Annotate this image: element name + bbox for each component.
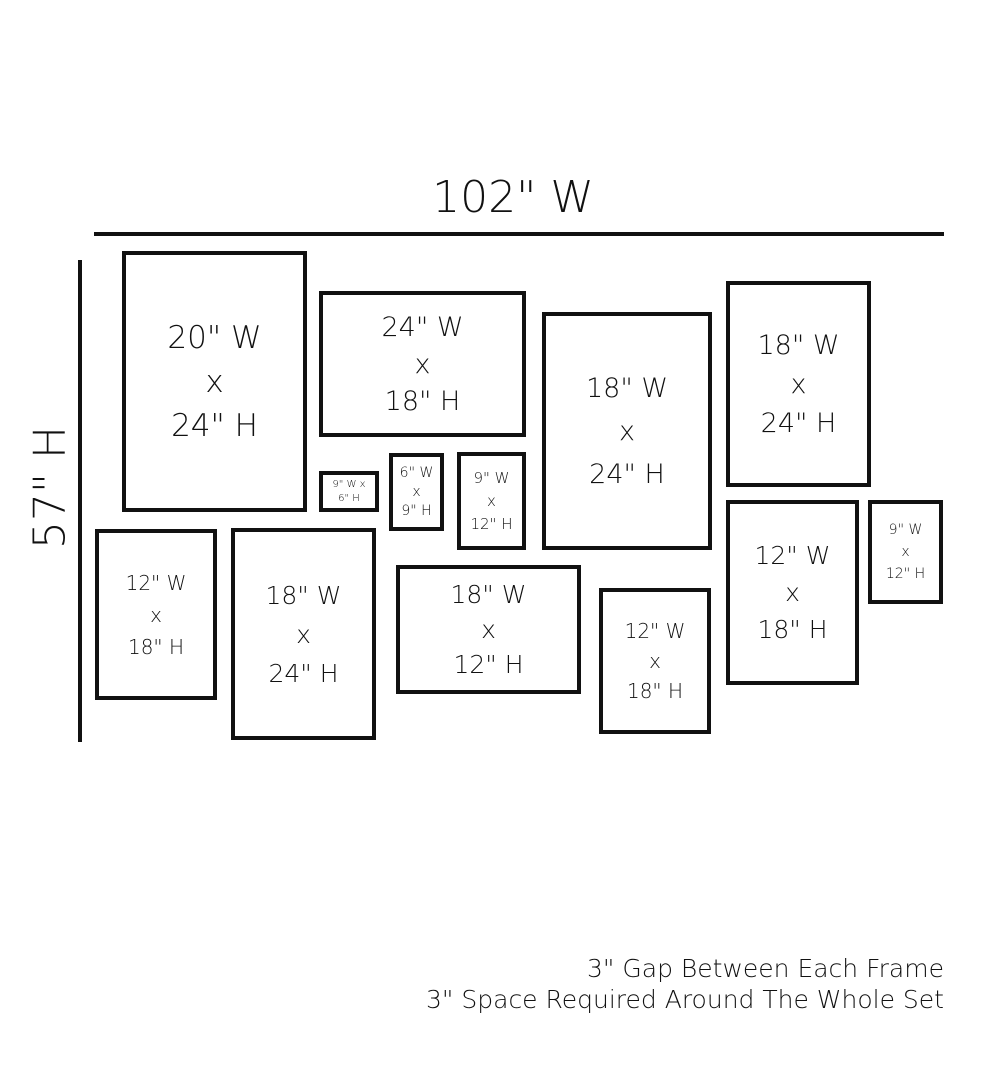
frame-label: 24" H [589, 458, 665, 490]
frame-label: 12" H [453, 650, 524, 679]
frame-18x24: 18" W x 24" H [726, 281, 871, 487]
frame-label: x [790, 368, 807, 400]
frame-label: 18" H [384, 385, 461, 417]
frame-label: x [901, 544, 910, 560]
frame-label: 24" W [381, 311, 464, 343]
space-note: 3" Space Required Around The Whole Set [426, 985, 944, 1014]
frame-12x18: 12" W x 18" H [726, 500, 859, 685]
frame-label: 18" H [626, 679, 684, 703]
height-dimension-line [78, 260, 82, 742]
frame-label: 18" W [757, 329, 840, 361]
frame-label: 12" H [885, 566, 926, 582]
frame-label: 18" W [450, 580, 527, 609]
frame-label: 12" W [754, 541, 831, 570]
frame-label: 6" W [399, 465, 434, 481]
frame-label: x [487, 492, 496, 510]
total-height-label: 57" H [24, 425, 76, 550]
frame-6x9: 6" W x 9" H [389, 453, 444, 531]
frame-24x18: 24" W x 18" H [319, 291, 526, 437]
frame-9x12: 9" W x 12" H [457, 452, 526, 550]
frame-label: 24" H [171, 407, 258, 444]
frame-18x24: 18" W x 24" H [231, 528, 376, 740]
total-width-label: 102" W [432, 172, 594, 223]
width-dimension-line [94, 232, 944, 236]
frame-18x12: 18" W x 12" H [396, 565, 581, 694]
frame-label: 24" H [760, 407, 837, 439]
frame-9x12: 9" W x 12" H [868, 500, 943, 604]
frame-18x24: 18" W x 24" H [542, 312, 712, 550]
frame-label: 20" W [167, 319, 262, 356]
frame-label: 18" W [265, 580, 342, 610]
frame-12x18: 12" W x 18" H [95, 529, 217, 700]
frame-label: x [296, 619, 311, 649]
frame-label: 18" H [127, 634, 185, 659]
frame-label: 9" W [473, 469, 510, 487]
frame-label: 18" W [585, 372, 669, 404]
frame-label: 18" H [757, 615, 828, 644]
frame-label: x [414, 348, 431, 380]
frame-label: x [150, 602, 162, 627]
frame-label: 9" W x [332, 479, 366, 490]
frame-label: x [785, 578, 800, 607]
frame-label: x [481, 615, 496, 644]
frame-label: x [205, 363, 224, 400]
frame-label: 6" H [338, 493, 360, 504]
frame-label: 24" H [268, 658, 339, 688]
frame-20x24: 20" W x 24" H [122, 251, 307, 512]
frame-label: x [412, 484, 421, 500]
frame-label: 12" W [125, 570, 187, 595]
frame-label: x [619, 415, 635, 447]
frame-12x18: 12" W x 18" H [599, 588, 711, 734]
frame-label: x [649, 649, 661, 673]
frame-label: 12" H [470, 515, 513, 533]
gap-note: 3" Gap Between Each Frame [587, 954, 944, 983]
frame-label: 9" H [401, 503, 432, 519]
frame-label: 12" W [624, 619, 686, 643]
frame-9x6: 9" W x 6" H [319, 471, 379, 512]
frame-label: 9" W [888, 522, 923, 538]
